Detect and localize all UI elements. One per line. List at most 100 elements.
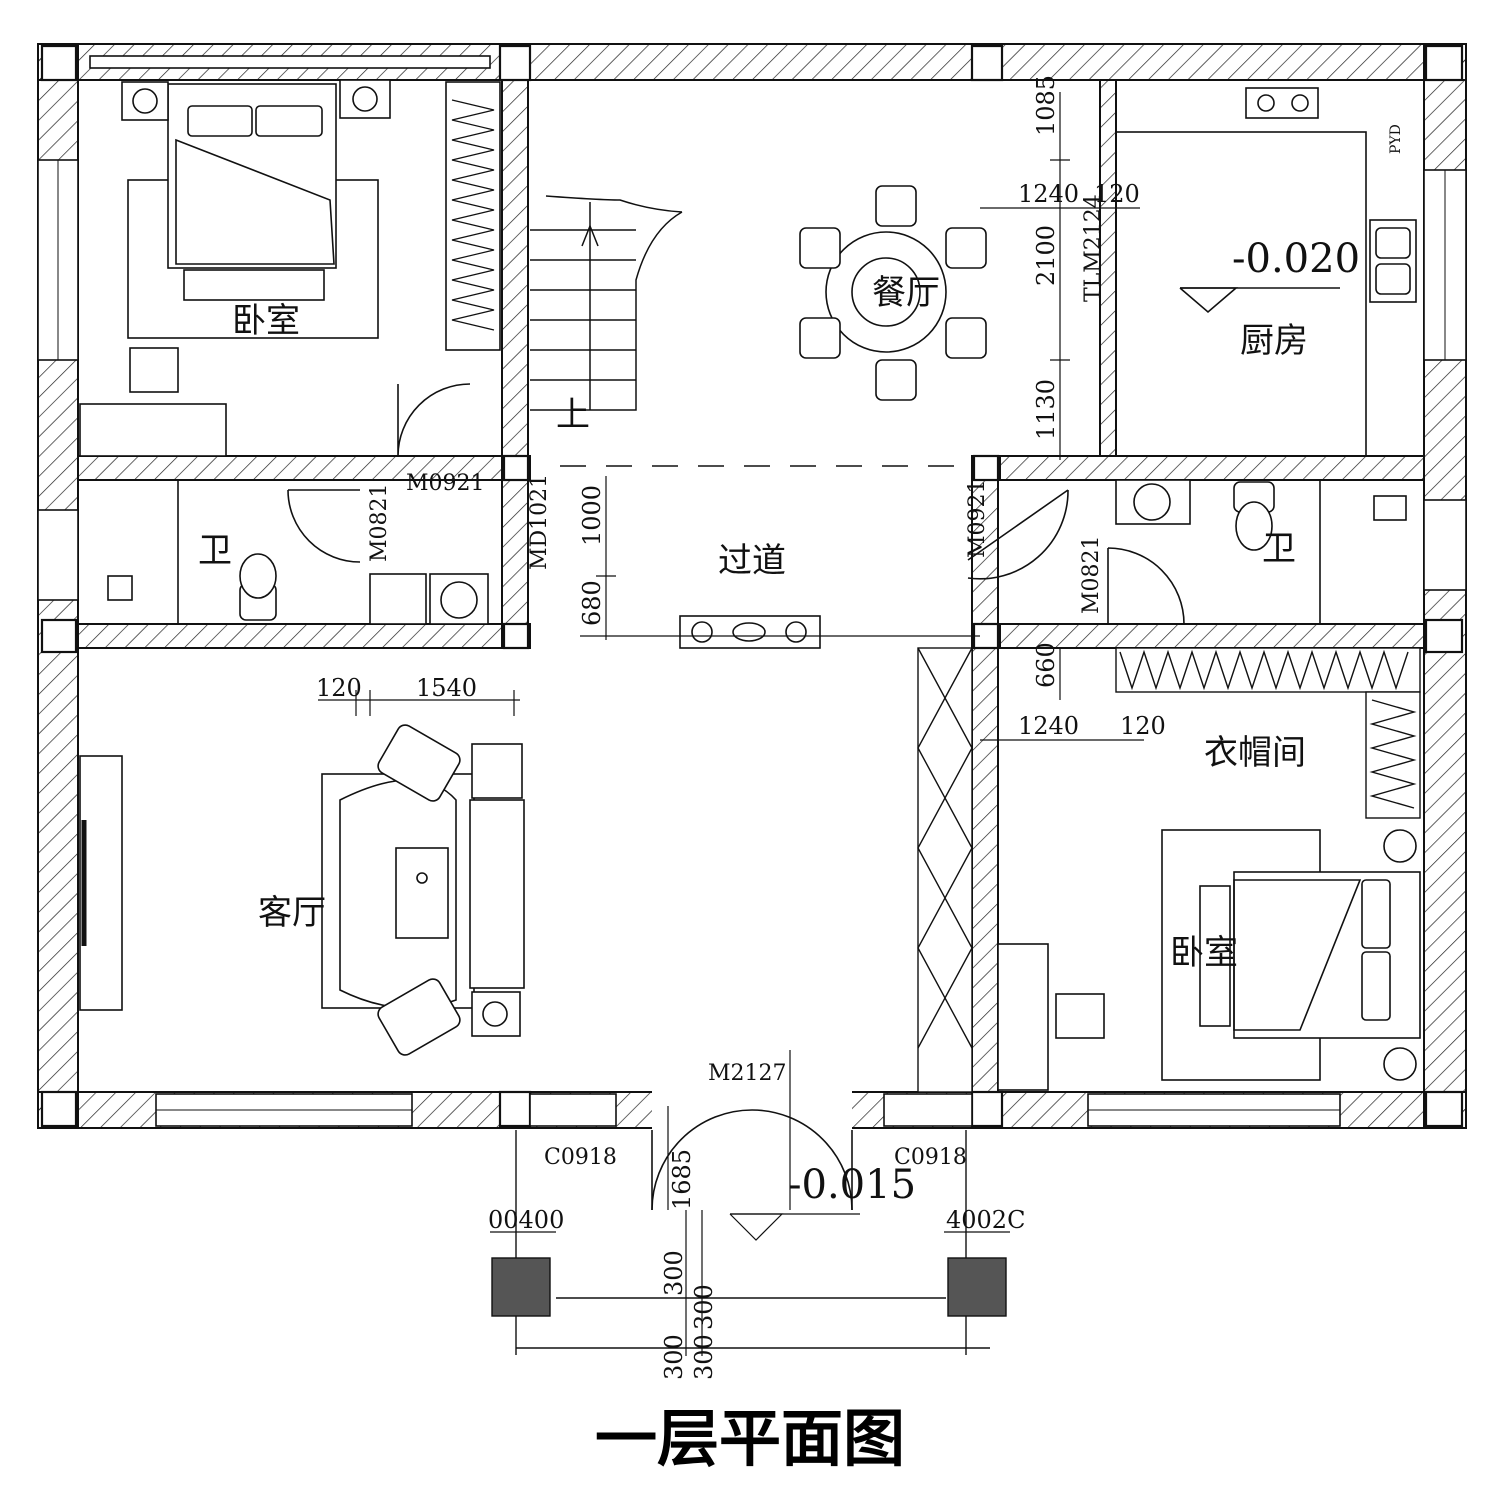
washing-machine xyxy=(369,573,427,625)
doors xyxy=(287,383,1185,625)
window-east-2 xyxy=(1423,499,1467,591)
door-code-bedroom-nw: M0921 xyxy=(406,471,485,496)
lamp xyxy=(132,88,158,114)
dining-chair xyxy=(945,227,987,269)
door-code-bath-w-sliding: MD1021 xyxy=(527,474,552,570)
console-item xyxy=(732,622,766,642)
room-label-bedroom-nw: 卧室 xyxy=(232,301,300,341)
dining-chair xyxy=(945,317,987,359)
tv-cabinet xyxy=(79,755,123,1011)
bed xyxy=(1233,871,1421,1039)
stair-up-label: 上 xyxy=(556,395,590,435)
dimension-lines xyxy=(318,92,1144,1356)
door-bath-e xyxy=(1107,547,1185,625)
wall-bath-e-south xyxy=(999,623,1425,649)
stair xyxy=(530,195,683,411)
wall-bedroom-bath xyxy=(77,455,531,481)
column xyxy=(502,454,530,482)
plan-title: 一层平面图 xyxy=(595,1402,905,1475)
basin-bowl xyxy=(1133,483,1171,521)
kitchen-tag: PYD xyxy=(1388,124,1404,154)
window-west-2 xyxy=(37,509,79,601)
dim-west-1540: 1540 xyxy=(416,674,477,702)
bath-w-fixtures xyxy=(107,480,489,625)
toilet-bowl xyxy=(1235,501,1273,551)
dining-chair xyxy=(875,359,917,401)
window-north-1 xyxy=(89,55,491,69)
table-inner xyxy=(851,257,921,327)
wall-west-core xyxy=(501,79,529,649)
chair xyxy=(1055,993,1105,1039)
door-code-kitchen: TLM2124 xyxy=(1081,194,1106,302)
room-label-living: 客厅 xyxy=(258,893,326,933)
window-south-2 xyxy=(529,1093,617,1127)
dining-chair xyxy=(799,317,841,359)
column xyxy=(40,618,78,654)
sink-basin xyxy=(1375,263,1411,295)
column xyxy=(970,1090,1004,1128)
burner xyxy=(1257,94,1275,112)
side-table-lamp xyxy=(482,1001,508,1027)
pillow xyxy=(255,105,323,137)
wall-kitchen-south xyxy=(999,455,1425,481)
dim-cloak-120: 120 xyxy=(1120,712,1166,740)
coffee-table-item xyxy=(416,872,428,884)
toilet-bowl xyxy=(239,553,277,599)
room-label-corridor: 过道 xyxy=(718,541,786,581)
room-label-bath-w: 卫 xyxy=(198,531,232,571)
dining-chair xyxy=(799,227,841,269)
dim-porch-1685: 1685 xyxy=(668,1149,696,1210)
shower xyxy=(107,575,133,601)
armchair xyxy=(377,724,461,802)
pillow xyxy=(187,105,253,137)
column xyxy=(970,44,1004,82)
bath-e-fixtures xyxy=(1115,479,1407,624)
dining-table xyxy=(799,185,987,401)
room-label-bedroom-se: 卧室 xyxy=(1170,933,1238,973)
dim-kitchen-1130: 1130 xyxy=(1032,379,1060,440)
counter xyxy=(1115,131,1367,457)
level-mark-kitchen xyxy=(1179,287,1239,314)
column xyxy=(1424,618,1464,654)
column xyxy=(1424,1090,1464,1128)
column xyxy=(498,1090,532,1128)
room-label-bath-e: 卫 xyxy=(1262,529,1296,569)
dim-cloak-660: 660 xyxy=(1032,642,1060,688)
dim-porch-300-d: 300 xyxy=(690,1334,718,1380)
level-entrance: -0.015 xyxy=(788,1162,916,1208)
bed-sheet xyxy=(175,138,335,265)
pillow xyxy=(1361,879,1391,949)
dim-kitchen-120: 120 xyxy=(1094,180,1140,208)
window-lines xyxy=(57,160,1446,1111)
bedroom-nw-furniture xyxy=(79,79,501,457)
column xyxy=(40,1090,78,1128)
sofa xyxy=(469,799,525,989)
desk xyxy=(79,403,227,457)
dining-chair xyxy=(875,185,917,227)
coffee-table xyxy=(395,847,449,939)
room-label-kitchen: 厨房 xyxy=(1240,321,1308,361)
shower xyxy=(1373,495,1407,521)
sink-basin xyxy=(1375,227,1411,259)
wall-bath-living xyxy=(77,623,531,649)
column xyxy=(972,454,1000,482)
pillow xyxy=(1361,951,1391,1021)
basin-bowl xyxy=(440,581,478,619)
side-table xyxy=(471,743,523,799)
dim-kitchen-2100: 2100 xyxy=(1032,225,1060,286)
dim-porch-300-b: 300 xyxy=(690,1284,718,1330)
window-code-left: C0918 xyxy=(544,1145,617,1170)
columns xyxy=(40,44,1464,1128)
tall-cabinet xyxy=(917,647,973,1093)
door-code-bedroom-se: M0921 xyxy=(965,479,990,558)
cloakroom-fixtures xyxy=(917,647,1421,1093)
door-bedroom-se xyxy=(967,489,1069,580)
dim-kitchen-1240: 1240 xyxy=(1018,180,1079,208)
lamp xyxy=(1383,1047,1417,1081)
bedroom-se-furniture xyxy=(997,829,1421,1091)
lamp xyxy=(1383,829,1417,863)
console-item xyxy=(785,621,807,643)
column xyxy=(40,44,78,82)
dim-corridor-680: 680 xyxy=(578,580,606,626)
